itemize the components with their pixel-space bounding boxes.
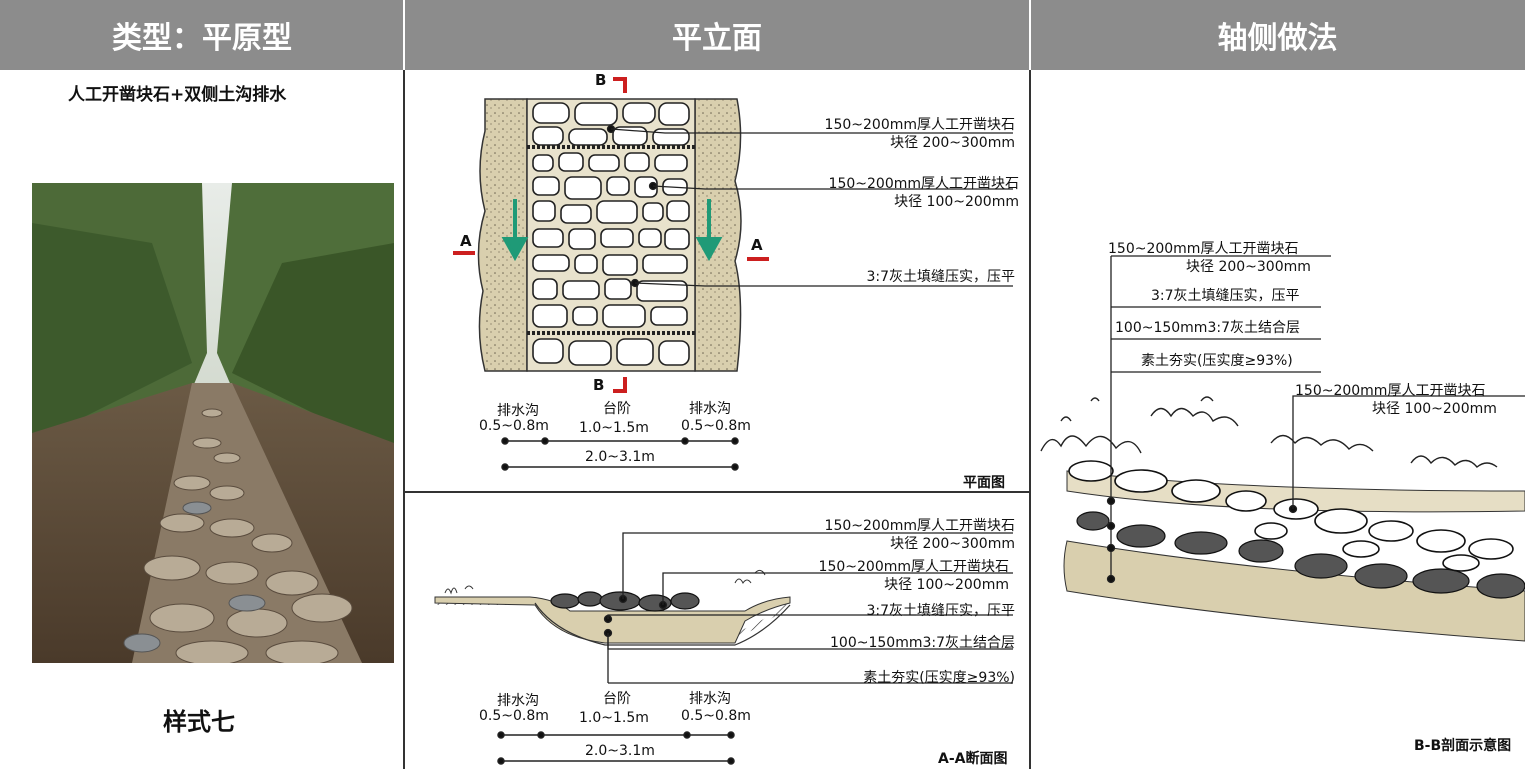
column-divider-2: [1029, 70, 1031, 769]
plan-dim-total: 2.0~3.1m: [585, 449, 655, 465]
section-dim-step: 台阶: [603, 691, 631, 707]
plan-section-b-top: B: [595, 71, 607, 89]
column-divider-header-1: [403, 0, 405, 70]
axon-label-1b: 块径 200~300mm: [1186, 259, 1311, 275]
plan-dim-ditch-right: 排水沟: [689, 401, 731, 417]
plan-section-divider: [404, 491, 1030, 493]
plan-dim-step: 台阶: [603, 401, 631, 417]
trail-photo: [32, 183, 394, 663]
plan-label-1b: 块径 200~300mm: [890, 135, 1015, 151]
plan-flow-arrow-left: [501, 199, 529, 262]
plan-dim-ditch-left: 排水沟: [497, 403, 539, 419]
axon-label-1a: 150~200mm厚人工开凿块石: [1108, 241, 1299, 257]
plan-label-2a: 150~200mm厚人工开凿块石: [828, 176, 1019, 192]
header-plan: 平立面: [404, 0, 1030, 70]
section-label-3: 3:7灰土填缝压实，压平: [866, 603, 1015, 619]
axon-label-5b: 块径 100~200mm: [1372, 401, 1497, 417]
plan-label-3: 3:7灰土填缝压实，压平: [866, 269, 1015, 285]
plan-flow-arrow-right: [695, 199, 723, 262]
section-dim-ditch-left-val: 0.5~0.8m: [479, 708, 549, 724]
section-dim-total: 2.0~3.1m: [585, 743, 655, 759]
section-mark-b-bottom: [613, 377, 627, 393]
axon-label-3: 100~150mm3:7灰土结合层: [1115, 320, 1300, 336]
axon-label-5a: 150~200mm厚人工开凿块石: [1295, 383, 1486, 399]
section-caption: A-A断面图: [938, 751, 1008, 767]
section-view-drawing: [434, 532, 1013, 765]
plan-section-b-bottom: B: [593, 376, 605, 394]
axon-drawing: [1040, 255, 1525, 642]
section-dim-step-val: 1.0~1.5m: [579, 710, 649, 726]
plan-label-1a: 150~200mm厚人工开凿块石: [824, 117, 1015, 133]
section-dim-ditch-right: 排水沟: [689, 691, 731, 707]
plan-dim-step-val: 1.0~1.5m: [579, 420, 649, 436]
axon-label-2: 3:7灰土填缝压实，压平: [1151, 288, 1300, 304]
plan-label-2b: 块径 100~200mm: [894, 194, 1019, 210]
plan-view-drawing: [453, 77, 1013, 471]
axon-caption: B-B剖面示意图: [1414, 738, 1512, 754]
section-label-5: 素土夯实(压实度≥93%): [863, 670, 1015, 686]
style-name: 样式七: [163, 708, 235, 736]
plan-dim-ditch-left-val: 0.5~0.8m: [479, 418, 549, 434]
plan-section-a-right: A: [751, 236, 763, 254]
header-type: 类型：平原型: [0, 0, 404, 70]
section-label-1a: 150~200mm厚人工开凿块石: [824, 518, 1015, 534]
header-axon: 轴侧做法: [1030, 0, 1525, 70]
section-label-1b: 块径 200~300mm: [890, 536, 1015, 552]
left-title: 人工开凿块石+双侧土沟排水: [68, 85, 287, 105]
section-dim-ditch-right-val: 0.5~0.8m: [681, 708, 751, 724]
plan-dim-ditch-right-val: 0.5~0.8m: [681, 418, 751, 434]
section-mark-b-top: [613, 77, 627, 93]
axon-label-4: 素土夯实(压实度≥93%): [1141, 353, 1293, 369]
section-dim-ditch-left: 排水沟: [497, 693, 539, 709]
section-label-2a: 150~200mm厚人工开凿块石: [818, 559, 1009, 575]
plan-stones: [532, 102, 690, 366]
section-label-2b: 块径 100~200mm: [884, 577, 1009, 593]
plan-section-a-left: A: [460, 232, 472, 250]
plan-caption: 平面图: [963, 475, 1005, 491]
column-divider-header-2: [1029, 0, 1031, 70]
column-divider-1: [403, 70, 405, 769]
section-label-4: 100~150mm3:7灰土结合层: [830, 635, 1015, 651]
